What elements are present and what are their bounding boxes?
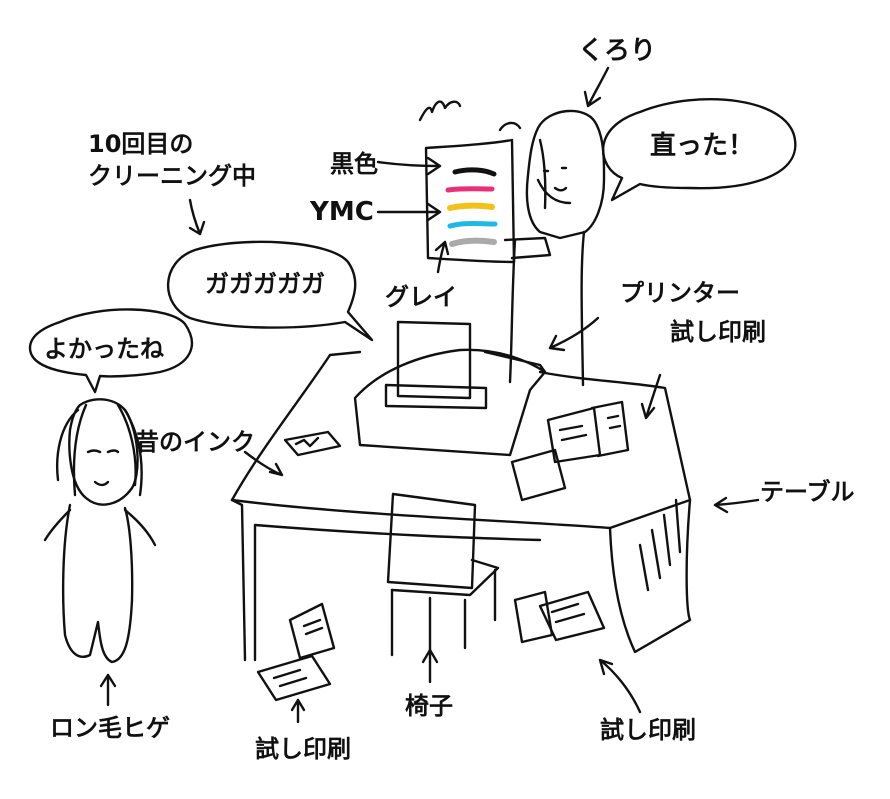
arrow-black xyxy=(376,156,442,176)
table-drawing xyxy=(230,350,692,662)
speech-text-gagaga: ガガガガガ xyxy=(205,270,325,298)
old-ink-cartridge xyxy=(283,430,342,457)
label-test-print-bottom-left: 試し印刷 xyxy=(255,735,351,763)
printouts-on-floor-right xyxy=(513,590,606,644)
label-kurori: くろり xyxy=(578,36,657,66)
speech-bubble-naotta xyxy=(601,98,797,202)
speech-text-yokatta: よかったね xyxy=(44,335,164,363)
label-chair: 椅子 xyxy=(405,692,453,720)
label-table: テーブル xyxy=(760,478,855,506)
label-test-print-top: 試し印刷 xyxy=(670,318,766,346)
label-black: 黒色 xyxy=(330,150,378,178)
arrow-table xyxy=(713,496,760,514)
arrow-old-ink xyxy=(243,450,284,477)
arrow-test-print-top xyxy=(640,373,662,420)
label-cleaning: 10回目の クリーニング中 xyxy=(88,130,256,191)
chair-drawing xyxy=(386,492,500,657)
printouts-on-table xyxy=(510,400,630,502)
label-ymc: YMC xyxy=(310,197,374,227)
label-printer: プリンター xyxy=(620,279,740,307)
speech-bubble-gagaga xyxy=(166,240,374,342)
arrow-test-print-bottom-left xyxy=(290,698,306,724)
arrow-gray xyxy=(434,240,450,274)
arrow-ymc xyxy=(376,202,442,222)
person-long-hair xyxy=(43,398,157,664)
arrow-printer xyxy=(548,316,600,352)
printouts-on-floor-left xyxy=(256,602,336,702)
arrow-chair xyxy=(421,648,439,684)
arrow-cleaning xyxy=(188,198,206,236)
speech-text-naotta: 直った！ xyxy=(650,131,755,161)
arrow-kurori xyxy=(583,66,610,108)
arrow-test-print-bottom-right xyxy=(598,658,642,714)
label-test-print-bottom-right: 試し印刷 xyxy=(600,716,696,744)
label-old-ink: 昔のインク xyxy=(135,428,255,456)
label-gray: グレイ xyxy=(385,283,457,311)
test-print-sheet xyxy=(424,138,516,264)
label-long-hair-beard: ロン毛ヒゲ xyxy=(50,714,170,742)
arrow-long-hair-beard xyxy=(99,673,117,707)
printer-drawing xyxy=(353,320,547,457)
speech-bubble-yokatta xyxy=(28,308,194,394)
